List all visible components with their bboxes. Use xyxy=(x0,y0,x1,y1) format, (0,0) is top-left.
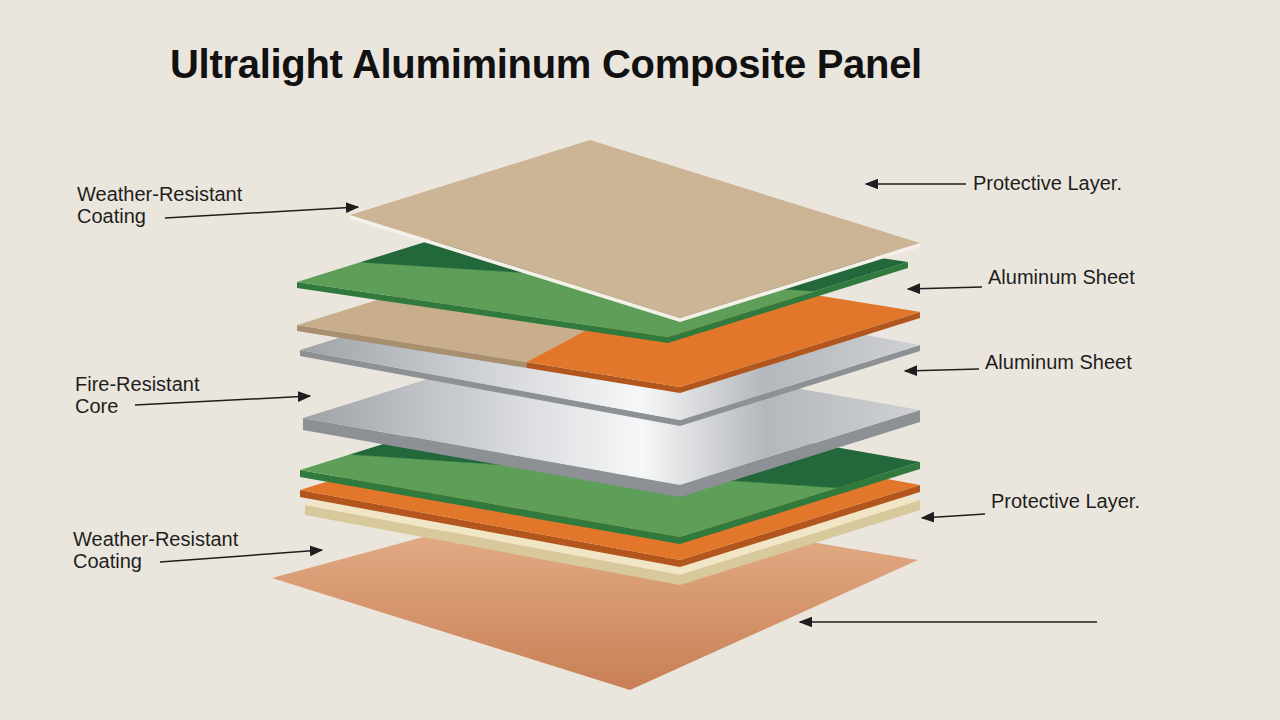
leader-line xyxy=(135,396,310,405)
leader-line xyxy=(165,207,358,218)
leader-line xyxy=(908,287,982,289)
leader-line xyxy=(800,621,1097,623)
part-label: Protective Layer. xyxy=(991,490,1140,512)
leader-line xyxy=(922,514,985,518)
leader-line xyxy=(905,369,979,371)
part-label: Aluminum Sheet xyxy=(985,351,1132,373)
part-label: Protective Layer. xyxy=(973,172,1122,194)
top-sheet xyxy=(350,140,920,318)
title: Ultralight Alumiminum Composite Panel xyxy=(170,42,922,87)
part-label: Fire-Resistant Core xyxy=(75,373,225,417)
part-label: Aluminum Sheet xyxy=(988,266,1135,288)
leader-line xyxy=(160,550,322,562)
part-label: Weather-Resistant Coating xyxy=(73,528,263,572)
part-label: Weather-Resistant Coating xyxy=(77,183,267,227)
leader-line xyxy=(866,183,966,185)
